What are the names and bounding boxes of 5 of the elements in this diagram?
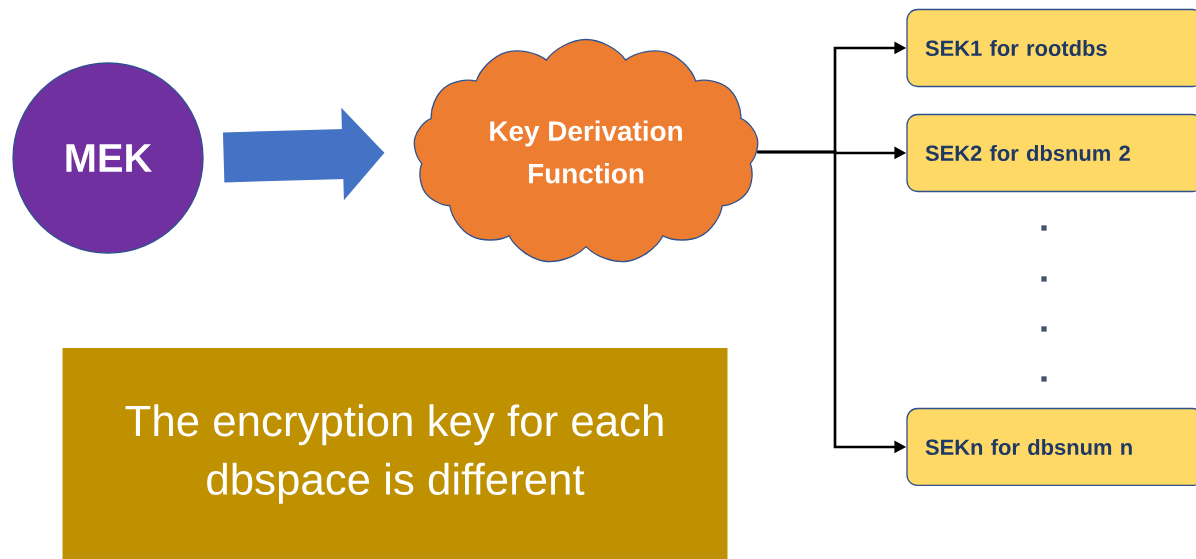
function-cloud: Key Derivation Function [413,38,759,263]
key-box: SEK2 for dbsnum 2 [906,113,1196,193]
note-box: The encryption key for each dbspace is different [62,348,728,559]
key-box: SEKn for dbsnum n [906,407,1196,487]
key-box: SEK1 for rootdbs [906,8,1196,88]
